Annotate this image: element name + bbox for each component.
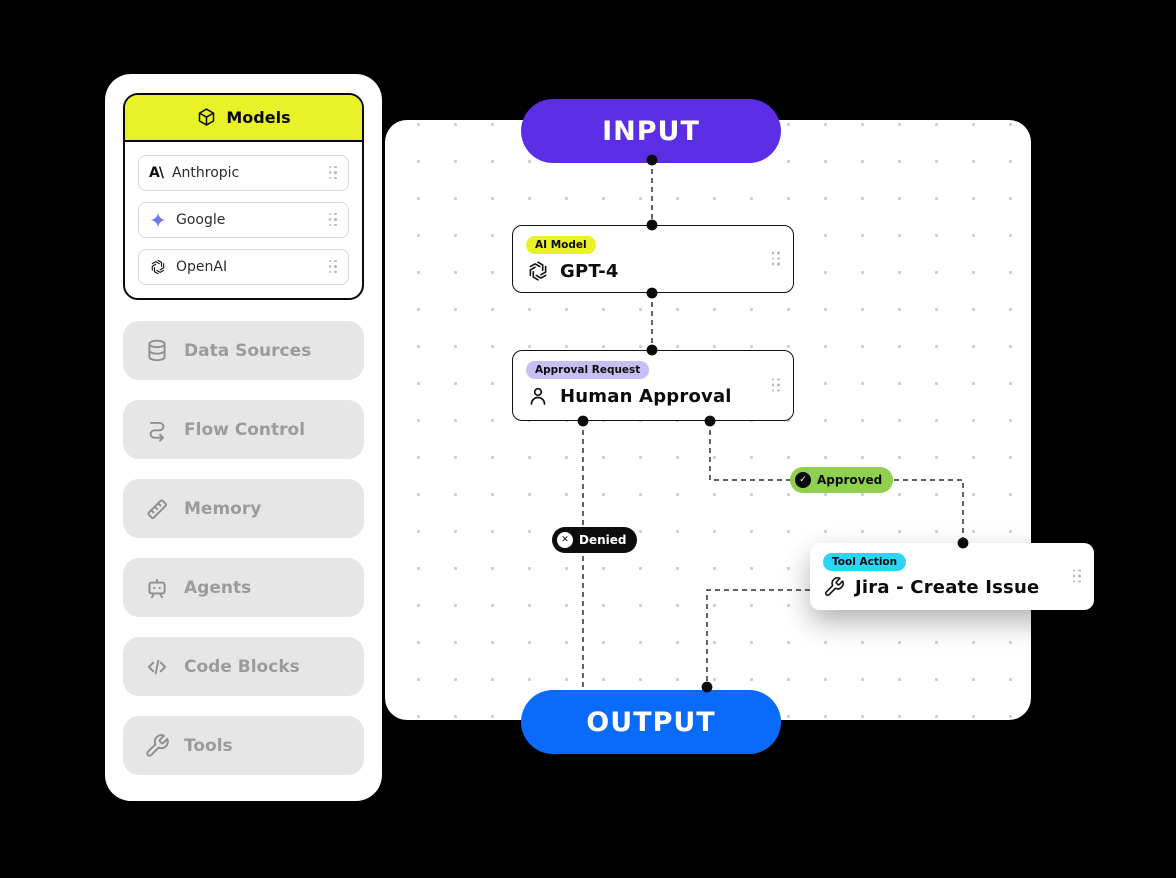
database-icon (148, 339, 166, 361)
sidebar-item-agents[interactable]: Agents (123, 558, 364, 617)
drag-handle-icon[interactable] (328, 212, 339, 228)
code-icon (147, 659, 167, 674)
node-jira-create-issue[interactable]: Tool Action Jira - Create Issue (810, 543, 1094, 610)
models-panel-header: Models (125, 95, 362, 142)
openai-logo-icon (151, 259, 165, 275)
component-sidebar: Models A\ Anthropic Google (105, 74, 382, 801)
sidebar-item-label: Data Sources (184, 340, 312, 361)
denied-edge-label: ✕ Denied (552, 527, 638, 553)
ruler-icon (147, 498, 168, 519)
cube-icon (199, 108, 215, 126)
output-label: OUTPUT (586, 706, 716, 738)
anthropic-logo-icon: A\ (149, 165, 164, 181)
models-panel-body: A\ Anthropic Google (125, 142, 362, 298)
wrench-icon (146, 733, 169, 757)
node-badge: Approval Request (526, 361, 650, 379)
models-panel-title: Models (226, 108, 291, 127)
drag-handle-icon[interactable] (771, 251, 782, 267)
sidebar-item-label: Code Blocks (184, 656, 300, 677)
model-item-label: Google (176, 212, 226, 228)
robot-icon (148, 578, 166, 598)
flow-arrow-icon (149, 421, 165, 442)
gemini-star-icon (150, 212, 166, 228)
approved-label-text: Approved (817, 473, 883, 487)
sidebar-item-data-sources[interactable]: Data Sources (123, 321, 364, 380)
drag-handle-icon[interactable] (328, 259, 339, 275)
x-circle-icon: ✕ (557, 532, 573, 548)
check-circle-icon: ✓ (795, 472, 811, 488)
drag-handle-icon[interactable] (1072, 569, 1083, 584)
drag-handle-icon[interactable] (328, 165, 339, 181)
model-item-openai[interactable]: OpenAI (138, 249, 349, 285)
model-item-label: Anthropic (171, 165, 240, 181)
sidebar-item-label: Tools (184, 735, 233, 756)
model-item-label: OpenAI (176, 259, 228, 275)
model-item-google[interactable]: Google (138, 202, 349, 238)
sidebar-item-code-blocks[interactable]: Code Blocks (123, 637, 364, 696)
node-title: Human Approval (560, 385, 732, 407)
wrench-icon (825, 577, 844, 596)
sidebar-item-memory[interactable]: Memory (123, 479, 364, 538)
sidebar-item-label: Memory (184, 498, 262, 519)
person-icon (530, 387, 546, 405)
sidebar-item-flow-control[interactable]: Flow Control (123, 400, 364, 459)
node-badge: AI Model (526, 236, 596, 254)
denied-label-text: Denied (579, 533, 627, 547)
output-node[interactable]: OUTPUT (521, 690, 781, 754)
node-gpt4[interactable]: AI Model GPT-4 (512, 225, 794, 293)
drag-handle-icon[interactable] (771, 378, 782, 393)
node-badge: Tool Action (823, 553, 907, 571)
models-panel: Models A\ Anthropic Google (123, 93, 364, 300)
input-node[interactable]: INPUT (521, 99, 781, 163)
node-title: Jira - Create Issue (855, 576, 1040, 598)
node-title: GPT-4 (560, 260, 619, 282)
approved-edge-label: ✓ Approved (790, 467, 894, 493)
sidebar-item-label: Agents (184, 577, 252, 598)
sidebar-item-label: Flow Control (184, 419, 306, 440)
openai-logo-icon (529, 261, 547, 281)
model-item-anthropic[interactable]: A\ Anthropic (138, 155, 349, 191)
node-human-approval[interactable]: Approval Request Human Approval (512, 350, 794, 421)
sidebar-item-tools[interactable]: Tools (123, 716, 364, 775)
input-label: INPUT (602, 115, 700, 147)
